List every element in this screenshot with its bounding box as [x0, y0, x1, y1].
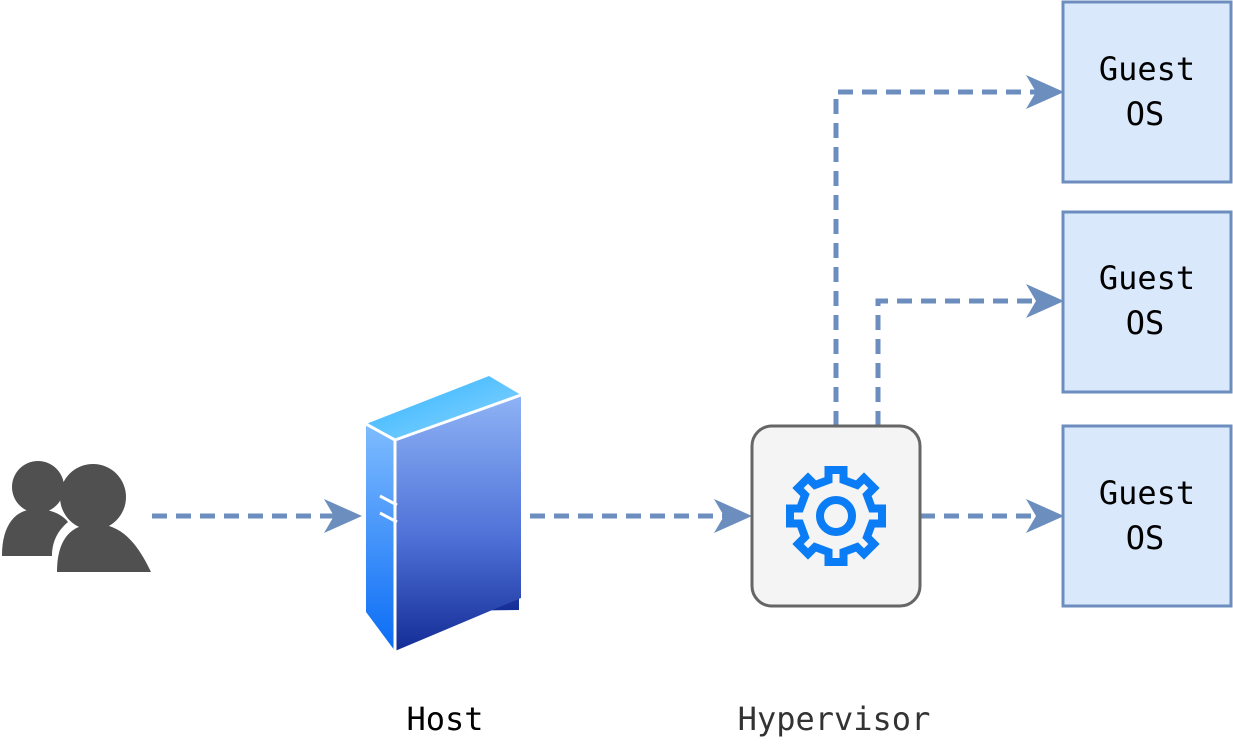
guest-os-label-line2: OS	[1126, 519, 1165, 557]
hypervisor-label: Hypervisor	[738, 700, 931, 738]
guest-os-label-line2: OS	[1126, 304, 1165, 342]
server-icon	[365, 376, 522, 651]
arrowhead-guest-3	[1026, 499, 1064, 533]
arrowhead-guest-1	[1026, 75, 1064, 109]
guest-os-box-2: Guest OS	[1061, 210, 1233, 394]
hypervisor-node	[750, 424, 922, 608]
users-icon	[2, 461, 151, 572]
guest-os-label-line2: OS	[1126, 95, 1165, 133]
arrowhead-host	[324, 499, 362, 533]
host-label: Host	[406, 700, 483, 738]
connectors	[152, 89, 1040, 519]
guest-os-label-line1: Guest	[1099, 474, 1195, 512]
guest-os-label-line1: Guest	[1099, 50, 1195, 88]
edge-hypervisor-to-guest-2	[875, 298, 1040, 426]
guest-os-box-1: Guest OS	[1061, 0, 1233, 184]
arrowheads	[324, 75, 1064, 533]
arrowhead-hypervisor	[714, 499, 752, 533]
guest-os-box-3: Guest OS	[1061, 424, 1233, 608]
guest-os-label-line1: Guest	[1099, 259, 1195, 297]
arrowhead-guest-2	[1026, 284, 1064, 318]
gear-icon	[786, 466, 886, 566]
edge-hypervisor-to-guest-1	[833, 89, 1040, 426]
